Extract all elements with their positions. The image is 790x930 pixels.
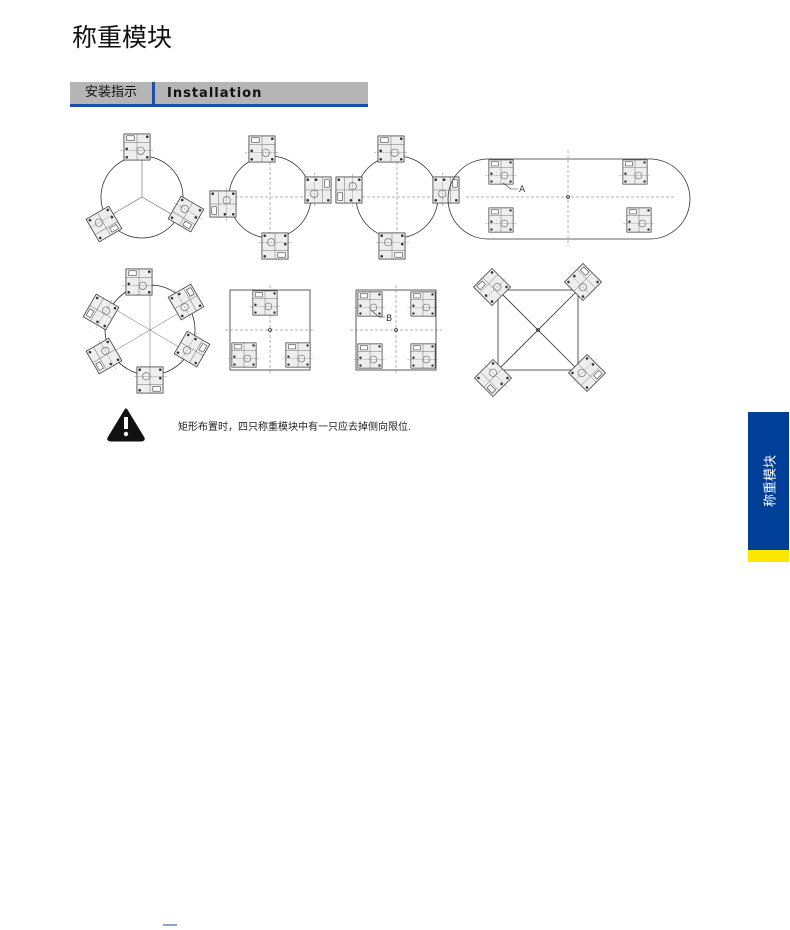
weigh-module (83, 334, 125, 378)
weigh-module (244, 135, 280, 163)
weigh-module (471, 356, 515, 400)
weigh-module (249, 290, 281, 316)
weigh-module (80, 290, 122, 334)
weigh-module (470, 265, 514, 309)
diagram-circle-4-modules-b (335, 135, 460, 260)
weigh-module (121, 268, 157, 296)
warning-note: 矩形布置时，四只称重模块中有一只应去掉侧向限位. (178, 422, 412, 433)
weigh-module (82, 203, 126, 245)
weigh-module (164, 193, 208, 235)
weigh-module (485, 159, 517, 185)
page-title: 称重模块 (72, 23, 173, 52)
diagram-circle-4-modules-a (209, 135, 332, 260)
diagram-diamond (470, 260, 609, 400)
side-tab-label: 称重模块 (763, 454, 778, 508)
weigh-module (407, 343, 439, 369)
weigh-module (257, 232, 293, 260)
weigh-module (373, 135, 409, 163)
weigh-module (119, 133, 155, 161)
label-b: B (386, 314, 392, 324)
weigh-module (354, 343, 386, 369)
weigh-module (485, 207, 517, 233)
weigh-module (282, 342, 314, 368)
label-a: A (519, 185, 526, 195)
warning-icon (107, 408, 145, 442)
side-tab[interactable]: 称重模块 (748, 412, 789, 550)
diagram-square-4-modules: B (350, 285, 442, 375)
section-header: 安装指示 Installation (70, 82, 368, 107)
section-title-en: Installation (167, 85, 263, 101)
weigh-module (171, 327, 213, 371)
weigh-module (335, 172, 363, 208)
weigh-module (561, 260, 605, 304)
footer-mark (163, 924, 177, 926)
installation-diagrams: A B (80, 133, 691, 442)
diagram-square-3-modules (225, 285, 315, 375)
side-tab-accent (748, 550, 789, 562)
weigh-module (228, 342, 260, 368)
diagram-circle-6-modules (80, 268, 213, 394)
section-title-cn: 安装指示 (70, 82, 155, 104)
diagram-stadium: A (447, 150, 691, 246)
weigh-module (619, 159, 651, 185)
weigh-module (623, 207, 655, 233)
weigh-module (565, 351, 609, 395)
weigh-module (374, 232, 410, 260)
weigh-module (304, 172, 332, 208)
weigh-module (209, 186, 237, 222)
weigh-module (407, 291, 439, 317)
weigh-module (432, 172, 460, 208)
diagram-circle-3-modules (82, 133, 208, 245)
weigh-module (132, 366, 168, 394)
weigh-module (354, 291, 386, 317)
